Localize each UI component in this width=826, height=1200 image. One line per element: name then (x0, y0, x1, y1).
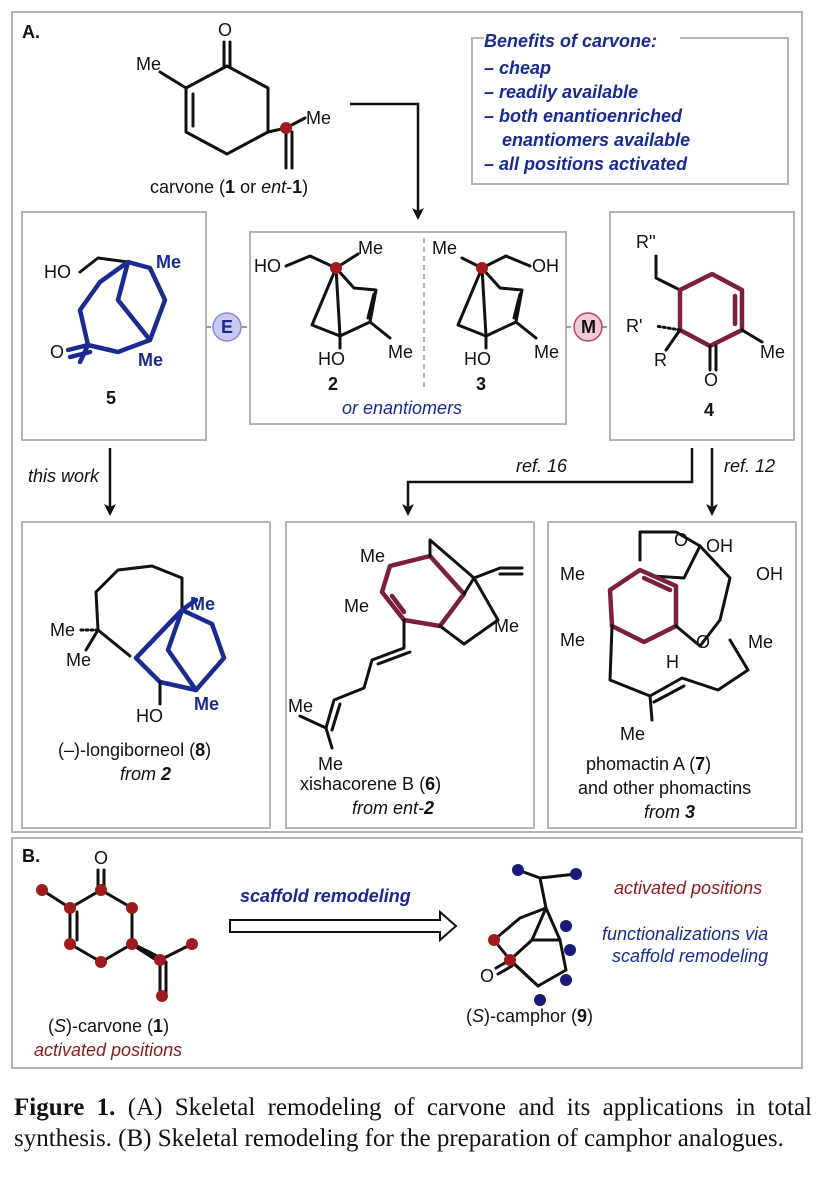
xishacorene-structure: Me Me Me Me Me (288, 538, 524, 774)
svg-text:Me: Me (432, 238, 457, 258)
svg-text:Me: Me (388, 342, 413, 362)
svg-text:Me: Me (748, 632, 773, 652)
svg-text:Me: Me (50, 620, 75, 640)
svg-text:HO: HO (318, 349, 345, 369)
camphor-label: (S)-camphor (9) (466, 1006, 593, 1026)
caption-figure-label: Figure 1. (14, 1094, 116, 1121)
panel-a-label: A. (22, 22, 40, 42)
svg-text:HO: HO (44, 262, 71, 282)
panel-b-label: B. (22, 846, 40, 866)
carvone-label: carvone (1 or ent-1) (150, 177, 308, 197)
svg-text:Me: Me (66, 650, 91, 670)
functionalizations-line2: scaffold remodeling (612, 946, 768, 966)
phomactin-name: phomactin A (7) (586, 754, 711, 774)
xishacorene-from: from ent-2 (352, 798, 434, 818)
longiborneol-box (21, 521, 271, 829)
svg-text:OH: OH (756, 564, 783, 584)
m-badge (573, 312, 603, 342)
svg-text:O: O (704, 370, 718, 390)
arrow-ref-16 (402, 448, 694, 516)
ref12-label: ref. 12 (724, 456, 775, 476)
svg-text:Me: Me (620, 724, 645, 744)
svg-text:R': R' (626, 316, 642, 336)
svg-text:H: H (666, 652, 679, 672)
compound-4-structure: R'' Me O R' R (626, 232, 785, 390)
arrow-carvone-to-2-3 (350, 102, 424, 220)
svg-text:R: R (654, 350, 667, 370)
svg-text:Me: Me (494, 616, 519, 636)
svg-text:Me: Me (358, 238, 383, 258)
functionalizations-line1: functionalizations via (602, 924, 768, 944)
compound-2-structure: HO Me HO Me (254, 238, 413, 369)
svg-text:HO: HO (136, 706, 163, 726)
svg-text:R'': R'' (636, 232, 656, 252)
panel-b-frame (11, 837, 803, 1069)
compound-2-number: 2 (328, 374, 338, 394)
benefit-item: – both enantioenriched (484, 106, 683, 126)
caption-text: (A) Skeletal remodeling of carvone and i… (14, 1094, 812, 1152)
svg-text:HO: HO (254, 256, 281, 276)
carvone-b-label: (S)-carvone (1) (48, 1016, 169, 1036)
svg-text:Me: Me (138, 350, 163, 370)
camphor-structure: O (480, 864, 582, 1006)
svg-text:O: O (480, 966, 494, 986)
compound-3-number: 3 (476, 374, 486, 394)
compound-4-box (609, 211, 795, 441)
figure-1-diagram: A. O Me Me carvone (1 or ent-1) Benefits… (11, 11, 803, 1069)
phomactin-box (547, 521, 797, 829)
this-work-label: this work (28, 466, 100, 486)
svg-text:Me: Me (760, 342, 785, 362)
svg-text:Me: Me (288, 696, 313, 716)
svg-text:Me: Me (344, 596, 369, 616)
panel-a-frame (11, 11, 803, 833)
or-enantiomers: or enantiomers (342, 398, 462, 418)
benefit-item: – cheap (484, 58, 551, 78)
figure-caption: Figure 1. (A) Skeletal remodeling of car… (14, 1092, 812, 1154)
scaffold-remodeling-arrow (229, 909, 458, 943)
svg-text:Me: Me (560, 630, 585, 650)
benefits-title: Benefits of carvone: (484, 31, 657, 51)
longiborneol-name: (–)-longiborneol (8) (58, 740, 211, 760)
compound-4-number: 4 (704, 400, 714, 420)
svg-text:O: O (696, 632, 710, 652)
longiborneol-from: from 2 (120, 764, 171, 784)
carvone-structure: O Me Me (136, 20, 331, 170)
scaffold-remodeling-label: scaffold remodeling (240, 886, 411, 906)
benefit-item: – readily available (484, 82, 638, 102)
svg-text:O: O (50, 342, 64, 362)
e-badge (212, 312, 242, 342)
svg-text:Me: Me (560, 564, 585, 584)
benefit-item: enantiomers available (502, 130, 690, 150)
svg-text:O: O (674, 530, 688, 550)
svg-text:OH: OH (532, 256, 559, 276)
svg-text:Me: Me (194, 694, 219, 714)
longiborneol-structure: Me Me Me Me HO (50, 564, 227, 726)
carvone-o: O (218, 20, 232, 40)
ref16-label: ref. 16 (516, 456, 568, 476)
e-badge-label: E (221, 317, 233, 337)
benefit-item: – all positions activated (484, 154, 688, 174)
svg-text:Me: Me (190, 594, 215, 614)
compound-5-structure: HO Me Me O (44, 252, 181, 370)
carvone-me: Me (136, 54, 161, 74)
svg-text:Me: Me (318, 754, 343, 774)
m-badge-label: M (581, 317, 596, 337)
svg-text:OH: OH (706, 536, 733, 556)
carvone-b-structure: O (36, 848, 198, 1002)
svg-text:Me: Me (156, 252, 181, 272)
compound-3-structure: Me OH HO Me (432, 238, 559, 369)
phomactin-structure: O OH OH Me Me O H Me Me (560, 530, 783, 744)
svg-text:Me: Me (534, 342, 559, 362)
xishacorene-name: xishacorene B (6) (300, 774, 441, 794)
compound-5-number: 5 (106, 388, 116, 408)
xishacorene-box (285, 521, 535, 829)
activated-positions-left: activated positions (34, 1040, 182, 1060)
svg-text:HO: HO (464, 349, 491, 369)
svg-text:Me: Me (360, 546, 385, 566)
activated-positions-right: activated positions (614, 878, 762, 898)
svg-text:O: O (94, 848, 108, 868)
phomactin-name2: and other phomactins (578, 778, 751, 798)
carvone-me-2: Me (306, 108, 331, 128)
phomactin-from: from 3 (644, 802, 695, 822)
